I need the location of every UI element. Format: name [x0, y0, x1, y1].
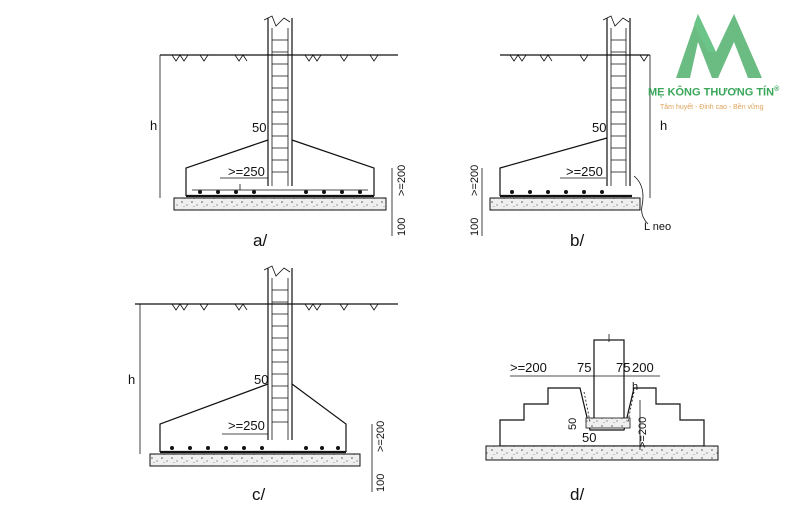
diagram-a: h 50 >=250 >=200 100 a/	[150, 15, 408, 250]
dim-h-a: h	[150, 118, 157, 133]
column-c	[263, 265, 293, 440]
dim-h-b: h	[660, 118, 667, 133]
footing-b	[499, 137, 632, 198]
diagram-c: h 50 >=250 >=200 100 c/	[128, 265, 398, 504]
dim-50-b: 50	[592, 120, 606, 135]
dim-100-c: 100	[375, 474, 387, 492]
lean-concrete-c	[149, 453, 361, 467]
dim-75-left-d: 75	[577, 360, 591, 375]
footing-c	[159, 383, 347, 454]
dim-75-right-d: 75	[616, 360, 630, 375]
dim-100-b: 100	[469, 218, 481, 236]
dim-50-a: 50	[252, 120, 266, 135]
brand-tagline: Tâm huyết - Đỉnh cao - Bền vững	[660, 104, 764, 111]
dim-50-side-d: 50	[567, 418, 579, 430]
rebar-dots-a	[198, 190, 362, 194]
column-a	[263, 15, 293, 186]
dim-250-a: >=250	[228, 164, 265, 179]
lean-concrete-b	[489, 197, 641, 211]
ground-line-b	[500, 54, 650, 62]
column-b	[602, 15, 631, 186]
caption-a: a/	[253, 231, 267, 250]
lean-concrete-a	[173, 197, 387, 211]
dim-200-vertical-d: >=200	[637, 417, 649, 448]
dim-200-left-d: >=200	[510, 360, 547, 375]
column-stub-d	[593, 339, 625, 425]
diagram-b: h 50 >=250 >=200 100 L neo b/	[469, 15, 671, 250]
brand-text: MẸ KÔNG THƯƠNG TÍN	[648, 86, 775, 99]
caption-c: c/	[252, 485, 266, 504]
dim-h-c: h	[128, 372, 135, 387]
brand-name: MẸ KÔNG THƯƠNG TÍN®	[648, 86, 779, 99]
dim-250-c: >=250	[228, 418, 265, 433]
dim-200-right-d: 200	[632, 360, 654, 375]
footing-a	[185, 139, 375, 198]
dim-50-bottom-d: 50	[582, 430, 596, 445]
dim-250-b: >=250	[566, 164, 603, 179]
caption-b: b/	[570, 231, 584, 250]
dim-lneo-b: L neo	[644, 221, 671, 233]
dim-100-a: 100	[396, 218, 408, 236]
dim-50-c: 50	[254, 372, 268, 387]
diagram-d: >=200 75 75 200 h 50 50 >=200 d/	[485, 334, 719, 504]
dim-200-a: >=200	[396, 165, 408, 196]
lean-concrete-d	[485, 445, 719, 461]
dim-200-c: >=200	[375, 421, 387, 452]
dim-h-d: h	[632, 381, 638, 393]
ground-line-c	[135, 303, 398, 311]
ground-line-a	[160, 54, 398, 62]
dim-200-b: >=200	[469, 165, 481, 196]
stepped-footing-d	[499, 334, 705, 447]
caption-d: d/	[570, 485, 584, 504]
registered-mark: ®	[774, 86, 780, 93]
brand-logo-icon	[676, 14, 762, 78]
